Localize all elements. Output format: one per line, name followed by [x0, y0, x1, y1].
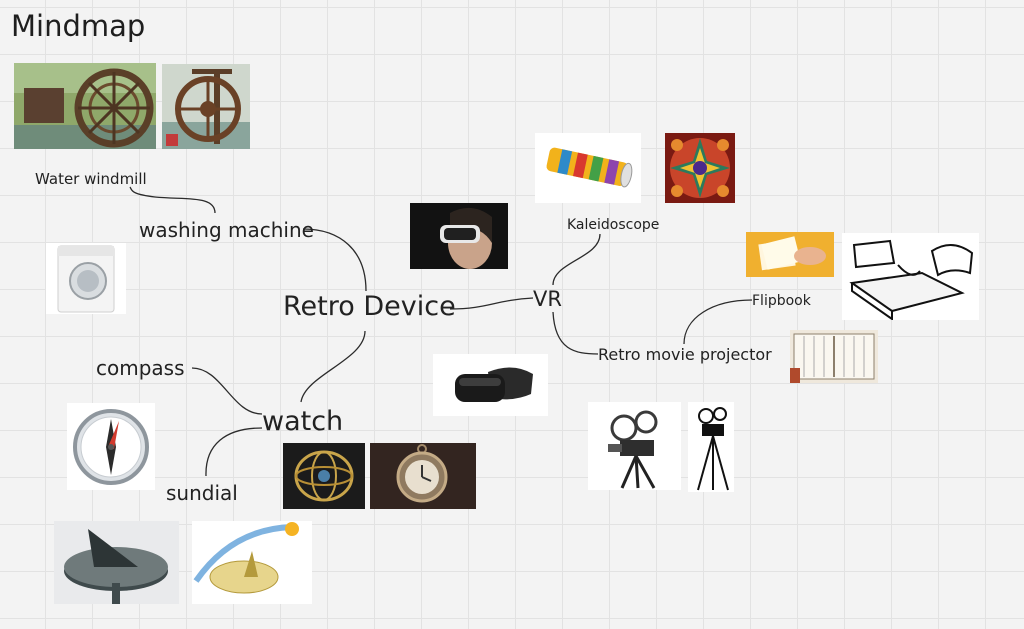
node-retro-movie-projector[interactable]: Retro movie projector — [598, 345, 772, 364]
node-compass[interactable]: compass — [96, 356, 185, 380]
node-kaleidoscope[interactable]: Kaleidoscope — [567, 217, 660, 233]
node-washing-machine[interactable]: washing machine — [139, 218, 314, 242]
node-vr[interactable]: VR — [533, 287, 562, 311]
flipbook-hands-photo[interactable] — [746, 232, 834, 277]
node-water-windmill[interactable]: Water windmill — [35, 170, 147, 188]
link-root-watch — [300, 330, 366, 403]
flip-sketch-image[interactable] — [842, 233, 979, 320]
node-sundial[interactable]: sundial — [166, 481, 238, 505]
vr-headset-photo[interactable] — [433, 354, 548, 416]
node-watch[interactable]: watch — [262, 406, 344, 437]
link-root-washing — [302, 228, 367, 292]
kaleidoscope-pattern-image[interactable] — [665, 133, 735, 203]
link-vr-kaleidoscope — [552, 233, 601, 286]
armillary-watch-photo[interactable] — [283, 443, 365, 509]
link-projector-flipbook — [683, 299, 753, 345]
water-wheel-photo[interactable] — [14, 63, 156, 149]
compass-icon-image[interactable] — [67, 403, 155, 490]
vr-headset-woman-photo[interactable] — [410, 203, 508, 269]
flipbook-pages-photo[interactable] — [790, 330, 878, 383]
camera-tripod-sketch[interactable] — [688, 402, 734, 492]
kaleidoscope-tube-photo[interactable] — [535, 133, 641, 203]
pocket-watch-photo[interactable] — [370, 443, 476, 509]
link-watch-sundial — [205, 427, 263, 477]
link-root-vr — [449, 297, 534, 310]
sundial-diagram-image[interactable] — [192, 521, 312, 604]
film-projector-photo[interactable] — [588, 402, 681, 490]
node-flipbook[interactable]: Flipbook — [752, 293, 811, 309]
link-washing-water — [129, 186, 216, 214]
root-node[interactable]: Retro Device — [283, 291, 456, 322]
board-title: Mindmap — [11, 9, 146, 43]
sundial-photo[interactable] — [54, 521, 179, 604]
water-wheel-small-photo[interactable] — [162, 64, 250, 149]
link-watch-compass — [191, 367, 263, 415]
washing-machine-photo[interactable] — [46, 243, 126, 314]
link-vr-projector — [552, 311, 599, 355]
